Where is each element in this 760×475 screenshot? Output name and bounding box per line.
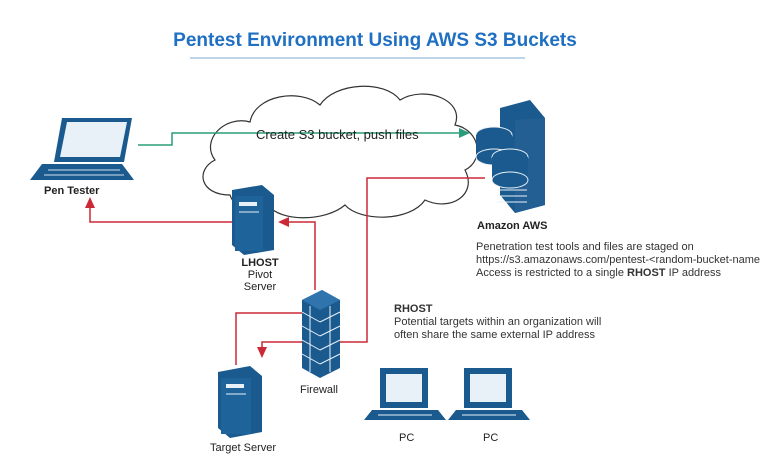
aws-note-line3-pre: Access is restricted to a single <box>476 267 628 279</box>
rhost-note-line2: often share the same external IP address <box>394 329 595 341</box>
laptop-icon <box>30 118 134 180</box>
lhost-label-rest: Pivot <box>247 269 273 281</box>
red-arrowhead-lhost <box>278 217 289 227</box>
aws-note-line3: Access is restricted to a single RHOST I… <box>476 267 760 280</box>
aws-note-line2: https://s3.amazonaws.com/pentest-<random… <box>476 254 760 266</box>
aws-note: Penetration test tools and files are sta… <box>476 241 760 280</box>
pen-tester-label: Pen Tester <box>44 185 100 197</box>
amazon-aws-label: Amazon AWS <box>477 220 548 232</box>
green-link-upload <box>138 132 460 146</box>
cloud-icon <box>202 85 478 219</box>
desktop-pc-icon-2 <box>448 368 530 420</box>
red-arrowhead-target <box>257 347 267 358</box>
target-server-icon <box>218 366 262 438</box>
lhost-server-icon <box>232 185 274 255</box>
aws-note-line3-post: IP address <box>665 267 721 279</box>
red-links <box>89 177 485 365</box>
firewall-label: Firewall <box>300 384 338 396</box>
rhost-heading: RHOST <box>394 303 433 315</box>
rhost-note: RHOST Potential targets within an organi… <box>394 303 601 342</box>
firewall-icon <box>301 290 341 378</box>
lhost-label: LHOST Pivot Server <box>228 257 292 293</box>
target-server-label: Target Server <box>210 442 277 454</box>
database-server-icon <box>475 100 545 213</box>
rhost-note-line1: Potential targets within an organization… <box>394 316 602 328</box>
aws-note-line1: Penetration test tools and files are sta… <box>476 241 694 253</box>
red-arrowhead-pentester <box>85 197 95 208</box>
cloud-label: Create S3 bucket, push files <box>256 127 419 142</box>
desktop-pc-icon <box>364 368 446 420</box>
lhost-label-bold: LHOST <box>241 257 279 269</box>
pc-label-1: PC <box>399 432 415 444</box>
aws-note-line3-bold: RHOST <box>627 267 666 279</box>
pc-label-2: PC <box>483 432 499 444</box>
green-arrowhead <box>459 128 470 138</box>
page-title: Pentest Environment Using AWS S3 Buckets <box>173 30 577 51</box>
lhost-label-line2: Server <box>243 281 277 293</box>
